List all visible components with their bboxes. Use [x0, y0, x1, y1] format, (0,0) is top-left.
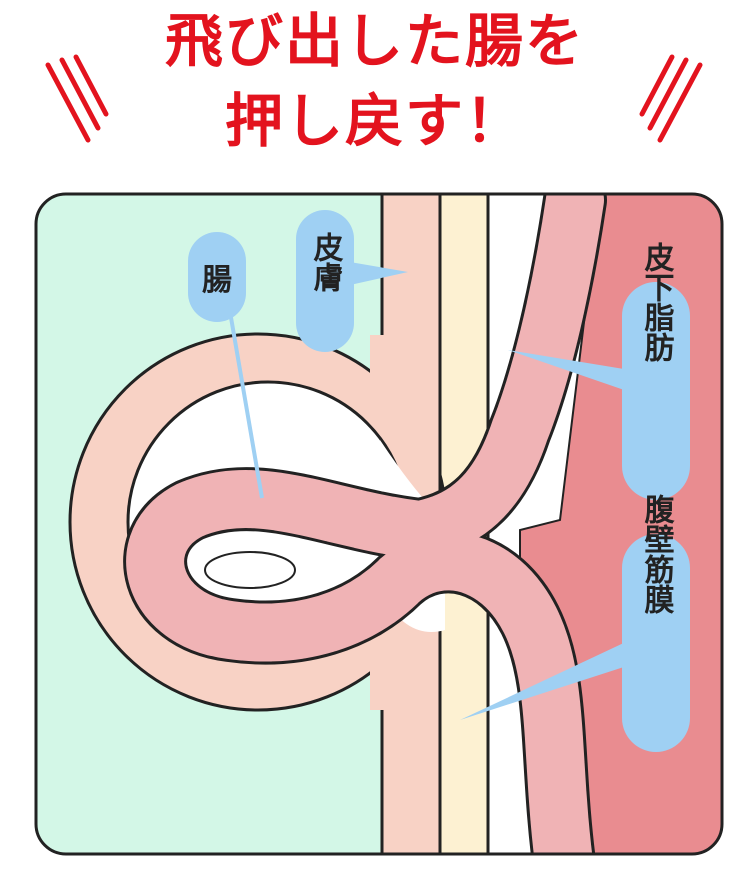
title-line-1: 飛び出した腸を: [164, 7, 585, 75]
label-intestine-text: 腸: [202, 263, 232, 298]
label-intestine: 腸: [188, 232, 264, 499]
label-skin-text: 皮膚: [308, 232, 344, 292]
label-abdominal-fascia-text: 腹壁筋膜: [639, 494, 675, 614]
title-line-2: 押し戻す！: [224, 87, 525, 155]
emphasis-lines-right: [639, 54, 703, 143]
diagram-frame: [34, 192, 724, 856]
label-abdominal-fascia: 腹壁筋膜: [460, 494, 690, 752]
emphasis-lines-left: [45, 54, 109, 143]
label-subcutaneous-fat-text: 皮下脂肪: [639, 242, 675, 363]
intestine: [123, 194, 607, 854]
label-subcutaneous-fat: 皮下脂肪: [508, 242, 690, 500]
label-skin: 皮膚: [296, 210, 408, 352]
